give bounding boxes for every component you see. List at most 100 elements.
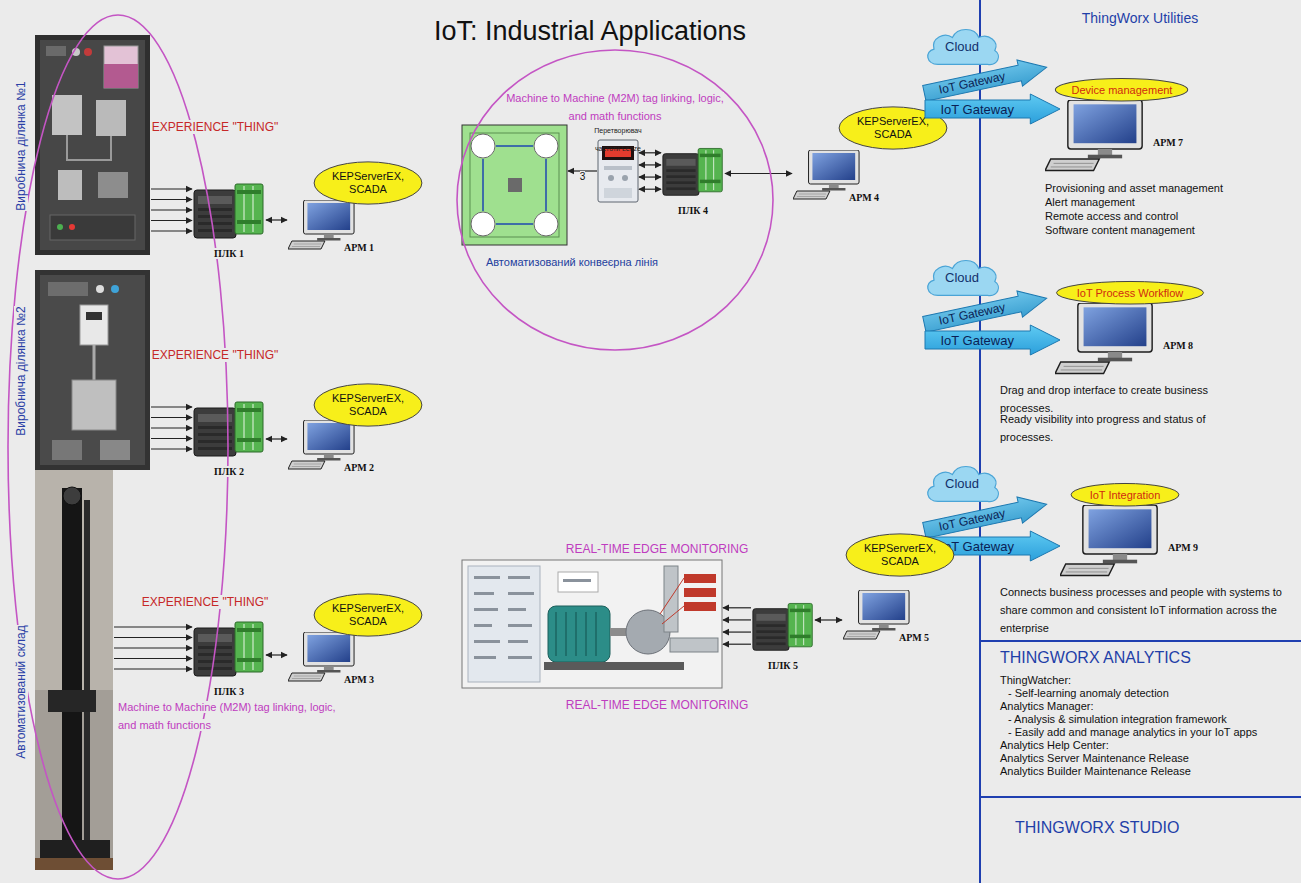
region-ellipse [457,50,773,350]
yellow-ellipse [846,534,954,576]
text-holder: ПЛК 2 [189,461,269,479]
node-text: IoT Gateway [937,69,1006,96]
plc-unit: ПЛК 3 [193,618,265,678]
panel-divider [980,796,1301,798]
warehouse-photo-part [35,858,113,870]
text-holder: Автоматизований конвеєрна лінія [472,252,672,270]
connector-line [151,417,192,418]
node-text: ПЛК 5 [768,660,798,671]
label-holder: Analytics Help Center: [1000,735,1290,753]
text-holder: ПЛК 1 [189,243,269,261]
yellow-ellipse [314,384,422,426]
connector-line [114,658,192,659]
node-text: IoT Gateway [937,506,1006,533]
text-holder: Machine to Machine (M2M) tag linking, lo… [118,697,346,733]
node-text: АРМ 3 [344,674,374,685]
stand-photo-part [104,64,138,88]
server-ellipse: KEPServerEX, SCADA [313,383,423,427]
node-text: IoT Gateway [937,300,1006,327]
node-text: KEPServerEX, SCADA [860,542,940,568]
node-text: Cloud [945,39,979,54]
pump-drawing-part-part [508,592,534,595]
free-label: Remote access and control [1045,210,1178,222]
pump-drawing-part [468,566,540,682]
stand-photo-part [48,282,88,296]
connector-line [725,173,792,174]
converter-drawing-part [604,188,632,198]
pump-drawing-part [670,638,718,652]
stand-photo: Виробнича ділянка №2 [35,270,150,470]
stand-photo-part [58,170,82,200]
sky-shape: Cloud [922,23,1002,69]
converter-drawing-part [608,175,614,181]
node-text: Cloud [945,476,979,491]
free-label: Alert management [1045,196,1135,208]
plc-icon [663,148,722,195]
connector-line [639,189,661,190]
connector-line [114,637,192,638]
stand-photo-part [72,380,116,430]
warehouse-photo-part [62,488,82,856]
sky-shape: Cloud [922,460,1002,506]
label-holder: THINGWORX STUDIO [1015,818,1265,837]
warehouse-photo-part [84,500,90,850]
text-holder: ПЛК 5 [743,655,823,673]
node-text: АРМ 4 [849,192,879,203]
connector [266,655,287,656]
service-ellipse: Device management [1054,78,1189,102]
node-text: Автоматизований конвеєрна лінія [486,256,658,268]
pump-drawing [462,560,722,688]
label-holder: Alert management [1045,192,1295,210]
sky-shape: Cloud [922,254,1002,300]
stand-photo-part [46,46,66,56]
stand-photo-part [50,215,135,240]
server-ellipse: KEPServerEX, SCADA [313,161,423,205]
warehouse-photo-part [35,470,113,870]
stand-photo-part [111,285,119,293]
text-holder: Виробнича ділянка №2 [11,271,29,471]
sky-outline [928,30,999,65]
stand-photo-part [93,345,96,380]
free-label: Analytics Server Maintenance Release [1000,752,1189,764]
node-text: REAL-TIME EDGE MONITORING [566,698,748,712]
panel-divider [979,0,981,883]
node-text: KEPServerEX, SCADA [853,115,933,141]
connector-line [266,438,287,439]
pump-drawing-part [610,628,626,636]
label-holder: Software content management [1045,220,1295,238]
stand-photo-part [35,35,150,255]
label-holder: THINGWORX ANALYTICS [1000,648,1280,667]
text-holder: REAL-TIME EDGE MONITORING [542,695,772,713]
free-label: Provisioning and asset management [1045,182,1223,194]
stand-photo-part [96,285,104,293]
server-ellipse: KEPServerEX, SCADA [313,593,423,637]
label-holder: EXPERIENCE "THING" [130,592,280,610]
free-label: EXPERIENCE "THING" [152,348,279,362]
text-holder: REAL-TIME EDGE MONITORING [542,539,772,557]
stand-photo-part [100,440,130,460]
stand-photo-part [52,95,82,135]
pump-drawing-part-part [508,576,530,579]
workstation: АРМ 9 [1060,505,1160,577]
connector-line [639,176,661,177]
node-text: IoT Process Workflow [1077,287,1184,300]
connector-line [151,438,192,439]
pump-drawing-part [548,606,610,662]
computer-icon [1045,100,1142,171]
yellow-ellipse [1057,282,1204,305]
pump-drawing-part [660,578,684,624]
node-text: KEPServerEX, SCADA [328,170,408,196]
workstation: АРМ 3 [288,632,356,682]
connector-line [151,220,192,221]
stand-photo-part [80,305,108,345]
plc-unit: ПЛК 2 [193,398,265,458]
free-label: EXPERIENCE "THING" [142,595,269,609]
connector-line [723,607,751,608]
node-text: KEPServerEX, SCADA [328,602,408,628]
link-arrow: IoT Gateway [925,325,1060,355]
pump-drawing-part-part [508,640,528,643]
pump-drawing-part-part [508,656,532,659]
service-ellipse: IoT Process Workflow [1055,281,1205,305]
free-label: Ready visibility into progress and statu… [1000,413,1205,443]
